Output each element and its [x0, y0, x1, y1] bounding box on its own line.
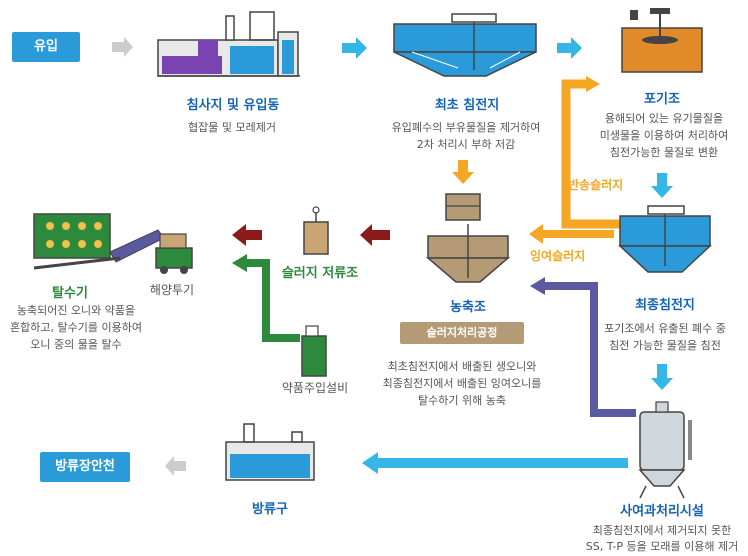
disposal-truck-illustration — [155, 233, 193, 274]
grit-chamber-illustration — [157, 11, 300, 77]
sand-filter-illustration — [638, 401, 692, 499]
outfall-title: 방류구 — [252, 502, 288, 517]
thickener-desc-2: 최종침전지에서 배출된 잉여오니를 — [382, 377, 542, 390]
aeration-tank-title: 포기조 — [644, 92, 680, 107]
final-clarifier-title: 최종침전지 — [635, 298, 695, 313]
dewatering-desc-3: 오니 중의 물을 탈수 — [30, 338, 122, 351]
chem-line — [244, 259, 300, 342]
outfall-illustration — [225, 423, 315, 481]
primary-clarifier-illustration — [393, 13, 537, 77]
aeration-tank-desc-3: 침전가능한 물질로 변환 — [609, 146, 719, 159]
sand-filter-desc-1: 최종침전지에서 제거되지 못한 — [592, 524, 732, 537]
excess-sludge-label: 잉여슬러지 — [530, 249, 586, 263]
sludge-storage-title: 슬러지 저류조 — [281, 266, 359, 281]
arrow-end — [165, 456, 186, 476]
arrow-primary-to-thickener — [452, 160, 474, 184]
chemical-unit-title: 약품주입설비 — [281, 381, 349, 395]
intake-tag: 유입 — [12, 32, 80, 62]
excess-sludge-arrow — [529, 224, 614, 244]
primary-clarifier-title: 최초 침전지 — [434, 98, 500, 113]
return-sludge-arrowhead — [586, 76, 600, 92]
arrow-intake — [112, 37, 133, 57]
primary-clarifier-desc-1: 유입폐수의 부유물질을 제거하여 — [391, 121, 541, 134]
thickener-desc-3: 탈수하기 위해 농축 — [418, 394, 506, 407]
return-sludge-label: 반송슬러지 — [568, 178, 624, 192]
sand-return-arrowhead — [530, 277, 545, 295]
chemical-unit-illustration — [301, 325, 327, 377]
sand-filter-desc-2: SS, T-P 등을 모래를 이용해 제거 — [585, 540, 739, 553]
sand-return-pipe — [542, 282, 636, 417]
thickener-desc-1: 최초침전지에서 배출된 생오니와 — [387, 360, 537, 373]
final-clarifier-desc-2: 침전 가능한 물질을 침전 — [609, 339, 721, 352]
thickener-illustration — [425, 193, 511, 283]
aeration-tank-desc-2: 미생물을 이용하여 처리하여 — [599, 129, 729, 142]
arrow-final-down — [651, 364, 673, 390]
aeration-tank-illustration — [621, 8, 703, 73]
sludge-process-badge: 슬러지처리공정 — [400, 322, 524, 344]
sand-filter-title: 사여과처리시설 — [620, 504, 704, 519]
final-clarifier-desc-1: 포기조에서 유출된 폐수 중 — [604, 322, 726, 335]
return-sludge-pipe — [561, 79, 632, 229]
arrow-aeration-down — [651, 173, 673, 198]
ocean-disposal-title: 해양투기 — [149, 283, 195, 297]
grit-chamber-desc: 협잡물 및 모레제거 — [188, 121, 276, 134]
thickener-title: 농축조 — [450, 300, 486, 315]
arrow-grit-to-primary — [342, 37, 367, 59]
arrow-primary-to-aeration — [557, 37, 582, 59]
aeration-tank-desc-1: 용해되어 있는 유기물질을 — [604, 112, 724, 125]
chem-arrowhead — [232, 254, 247, 272]
discharge-stream-tag: 방류장안천 — [40, 452, 130, 482]
arrow-sand-to-outfall — [362, 452, 628, 474]
dewatering-desc-1: 농축되어진 오니와 약품을 — [16, 304, 136, 317]
grit-chamber-title: 침사지 및 유입동 — [186, 98, 280, 113]
arrow-thickener-to-storage — [360, 224, 390, 246]
dewatering-desc-2: 혼합하고, 탈수기를 이용하여 — [10, 321, 142, 334]
dewatering-machine-illustration — [33, 213, 165, 270]
sludge-storage-illustration — [303, 206, 329, 255]
primary-clarifier-desc-2: 2차 처리시 부하 저감 — [416, 138, 516, 151]
final-clarifier-illustration — [618, 205, 712, 273]
dewatering-title: 탈수기 — [52, 286, 88, 301]
arrow-storage-to-dewater — [232, 224, 262, 246]
